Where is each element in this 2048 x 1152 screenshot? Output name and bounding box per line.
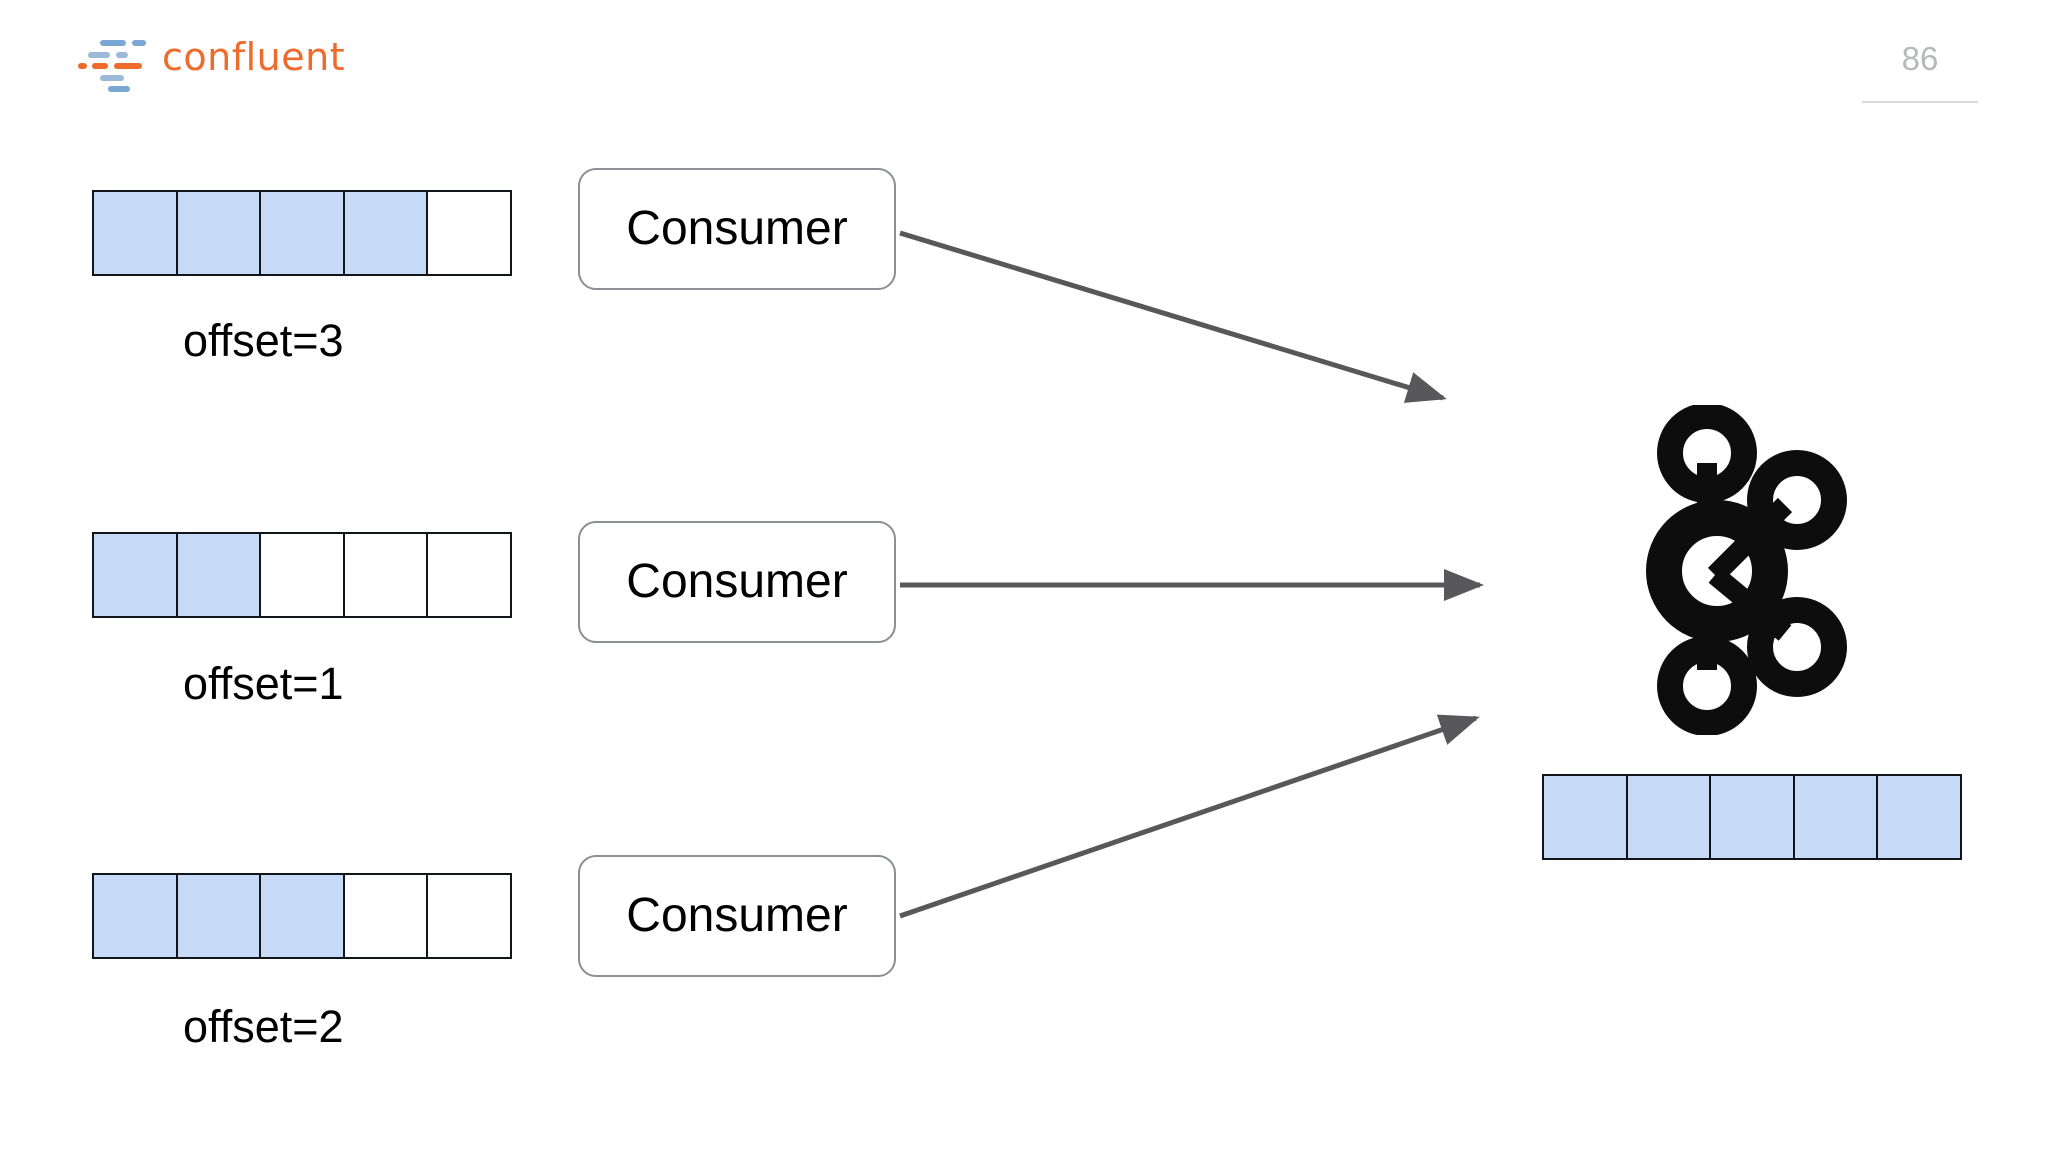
consumer-box-2[interactable]: Consumer (578, 521, 896, 643)
partition-cell (1792, 774, 1879, 860)
offset-label-middle: offset=1 (183, 658, 344, 709)
logo-mark-dash-blue-bottom (108, 86, 130, 92)
logo-mark-dash-blue-upper (88, 52, 110, 58)
partition-cell (1542, 774, 1628, 860)
partition-cell (92, 873, 178, 959)
logo-mark-dash-orange-long (114, 63, 142, 69)
consumer-label: Consumer (626, 889, 848, 942)
partition-cell (175, 873, 262, 959)
consumer-label: Consumer (626, 202, 848, 255)
partition-cell (342, 873, 429, 959)
partition-cell (175, 532, 262, 618)
offset-label-bottom: offset=2 (183, 1001, 344, 1052)
logo-mark-dash-blue-upper-right (116, 52, 128, 58)
partition-cell (1625, 774, 1712, 860)
consumer-box-1[interactable]: Consumer (578, 168, 896, 290)
page-number-area: 86 (0, 0, 2048, 110)
partition-cell (342, 532, 429, 618)
apache-kafka-logo (1646, 405, 1847, 735)
partition-cell (342, 190, 429, 276)
logo-mark-dash-orange-dot (78, 63, 87, 69)
partition-cell (259, 532, 345, 618)
page-number-underline (1862, 101, 1978, 103)
kafka-ring-bottom (1657, 636, 1757, 735)
logo-mark-dash-blue-top-right (132, 40, 146, 46)
confluent-logo: confluent (78, 36, 345, 92)
kafka-ring-center (1646, 500, 1788, 642)
partition-cell (1709, 774, 1795, 860)
partition-cell (259, 190, 345, 276)
kafka-ring-upper-right (1747, 450, 1847, 550)
partition-top (92, 190, 512, 276)
logo-mark-dash-orange-short (92, 63, 108, 69)
partition-cell (92, 532, 178, 618)
partition-broker (1542, 774, 1962, 860)
partition-middle (92, 532, 512, 618)
partition-cell (426, 190, 512, 276)
confluent-wordmark: confluent (162, 35, 346, 79)
kafka-ring-top (1657, 405, 1757, 503)
page-number: 86 (1901, 40, 1939, 77)
logo-mark-dash-blue-lower (100, 75, 124, 81)
partition-cell (92, 190, 178, 276)
partition-cell (259, 873, 345, 959)
arrow-consumer-1-to-broker (899, 230, 1447, 403)
partition-cell (426, 532, 512, 618)
partition-cell (1876, 774, 1962, 860)
logo-mark-dash-blue-top (100, 40, 126, 46)
offset-label-top: offset=3 (183, 315, 344, 366)
arrow-consumer-3-to-broker (899, 714, 1480, 919)
partition-bottom (92, 873, 512, 959)
partition-cell (175, 190, 262, 276)
consumer-label: Consumer (626, 555, 848, 608)
kafka-ring-lower-right (1747, 597, 1847, 697)
consumer-box-3[interactable]: Consumer (578, 855, 896, 977)
partition-cell (426, 873, 512, 959)
